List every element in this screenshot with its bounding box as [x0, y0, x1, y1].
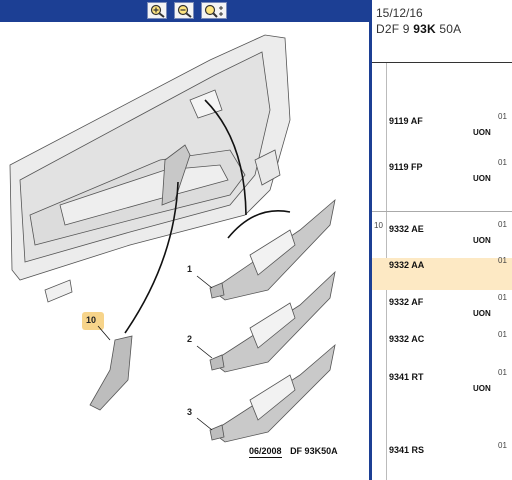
callout-10-highlight: [82, 312, 104, 330]
zoom-in-icon: [150, 4, 165, 18]
part-uon: UON: [473, 309, 491, 318]
zoom-in-button[interactable]: [147, 2, 167, 19]
reference-code: DF 93K50A: [290, 446, 338, 456]
callout-2[interactable]: 2: [187, 334, 193, 344]
reference-date: 06/2008: [249, 446, 282, 458]
part-item-number: 10: [374, 221, 383, 230]
group-separator: [372, 211, 512, 212]
part-number: 9119 FP: [389, 162, 423, 172]
part-uon: UON: [473, 128, 491, 137]
part-number: 9332 AA: [389, 260, 425, 270]
header-date: 15/12/16: [376, 6, 423, 20]
trim-part-2: [209, 270, 336, 373]
door-trim-illustration: [9, 34, 336, 443]
handle-part-10: [89, 335, 133, 411]
header-code: D2F 9 93K 50A: [376, 22, 461, 36]
diagram-pane: 1 2 3 10 06/2008 DF 93K50A: [0, 0, 369, 458]
part-uon: UON: [473, 236, 491, 245]
zoom-out-icon: [177, 4, 192, 18]
part-quantity: 01: [498, 256, 507, 265]
header-separator: [372, 62, 512, 63]
diagram-reference: 06/2008 DF 93K50A: [249, 446, 338, 458]
zoom-reset-button[interactable]: [201, 2, 227, 19]
zoom-out-button[interactable]: [174, 2, 194, 19]
part-row[interactable]: 9332 AA 01: [372, 256, 512, 290]
part-quantity: 01: [498, 293, 507, 302]
part-number: 9341 RS: [389, 445, 425, 455]
part-uon: UON: [473, 384, 491, 393]
callout-10[interactable]: 10: [86, 315, 97, 325]
trim-part-1: [209, 198, 336, 301]
part-uon: UON: [473, 174, 491, 183]
parts-header: 15/12/16 D2F 9 93K 50A: [372, 0, 512, 40]
part-number: 9332 AF: [389, 297, 424, 307]
callout-1[interactable]: 1: [187, 264, 193, 274]
code-suffix: 50A: [435, 22, 462, 36]
part-quantity: 01: [498, 220, 507, 229]
part-quantity: 01: [498, 112, 507, 121]
part-row[interactable]: 9341 RS 01: [372, 441, 512, 479]
leader-lines: [124, 99, 291, 334]
part-number: 9341 RT: [389, 372, 424, 382]
callout-leaders: [97, 275, 213, 431]
zoom-fit-icon: [204, 4, 223, 18]
trim-part-3: [209, 343, 336, 443]
callout-3[interactable]: 3: [187, 407, 193, 417]
part-row[interactable]: 9332 AC 01: [372, 330, 512, 368]
part-quantity: 01: [498, 368, 507, 377]
toolbar: [0, 0, 369, 22]
part-quantity: 01: [498, 330, 507, 339]
part-number: 9332 AC: [389, 334, 425, 344]
part-quantity: 01: [498, 441, 507, 450]
door-panel: [9, 34, 291, 303]
code-bold: 93K: [413, 22, 436, 36]
part-number: 9119 AF: [389, 116, 423, 126]
part-number: 9332 AE: [389, 224, 424, 234]
code-prefix: D2F 9: [376, 22, 414, 36]
pane-divider[interactable]: [369, 0, 372, 480]
part-quantity: 01: [498, 158, 507, 167]
